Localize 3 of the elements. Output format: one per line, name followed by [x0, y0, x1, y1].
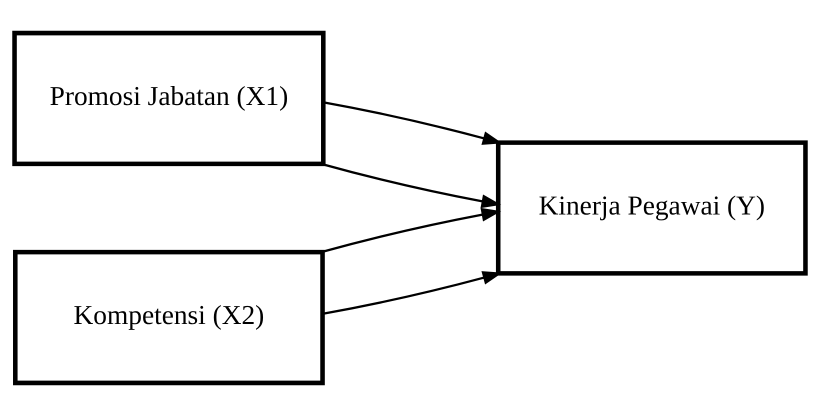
node-box: Promosi Jabatan (X1)	[12, 30, 326, 166]
node-box: Kinerja Pegawai (Y)	[496, 140, 808, 276]
node-box: Kompetensi (X2)	[13, 250, 325, 386]
